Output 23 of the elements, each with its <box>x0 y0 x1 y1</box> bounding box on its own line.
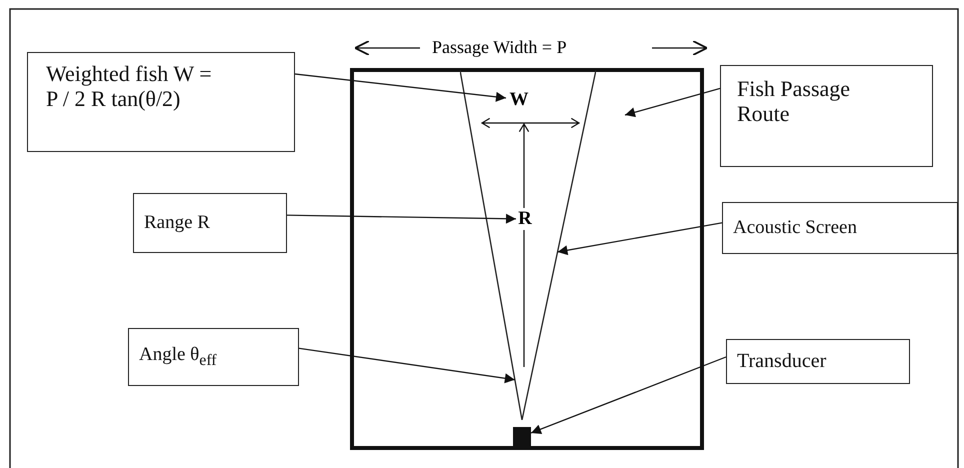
callout-text: Transducer <box>737 350 828 373</box>
callout-box <box>720 65 933 167</box>
leader-arrow <box>557 222 722 256</box>
callout-text: Weighted fish W = P / 2 R tan(θ/2) <box>46 61 213 112</box>
variable-label: R <box>516 208 534 230</box>
callout-box <box>726 339 910 384</box>
dimension-label: Passage Width = P <box>432 37 567 58</box>
callout-text: Acoustic Screen <box>733 217 858 239</box>
leader-arrow <box>530 356 726 434</box>
callout-box <box>27 52 295 152</box>
callout-box <box>133 193 287 253</box>
leader-arrow <box>298 348 515 384</box>
callout-text: Angle θ$_{eff}$ <box>139 344 218 370</box>
callout-text: Fish Passage Route <box>737 76 852 127</box>
transducer <box>513 427 531 446</box>
leader-arrow <box>294 73 506 102</box>
callout-text: Range R <box>144 212 211 234</box>
channel-outline <box>350 68 704 450</box>
acoustic-beam <box>460 70 596 420</box>
leader-arrow <box>287 214 516 224</box>
callout-box <box>722 202 958 254</box>
leader-arrow <box>624 88 720 118</box>
callout-box <box>128 328 299 386</box>
